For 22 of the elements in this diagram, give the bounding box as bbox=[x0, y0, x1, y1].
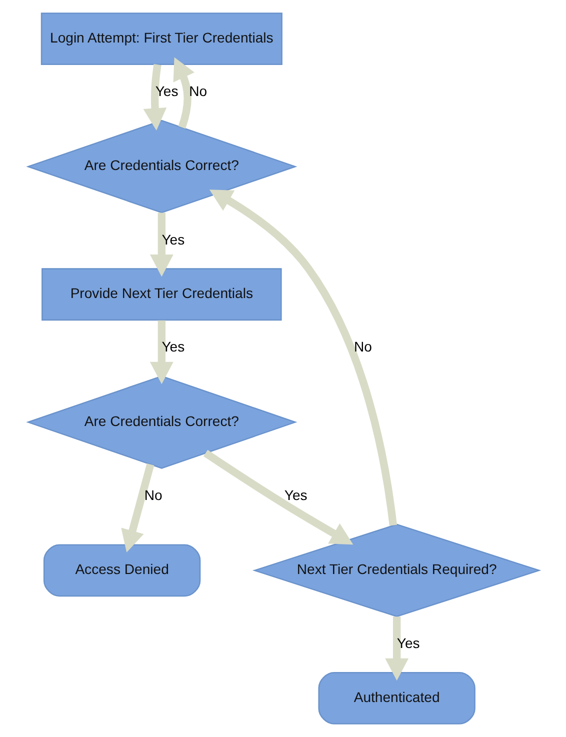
node-box: Access Denied bbox=[42, 544, 200, 597]
edge-label: Yes bbox=[396, 635, 420, 652]
edge-label: Yes bbox=[161, 338, 184, 355]
arrow bbox=[384, 616, 408, 681]
arrow bbox=[208, 190, 396, 526]
edge-label: No bbox=[353, 338, 372, 355]
node-diamond: Are Credentials Correct? bbox=[26, 120, 297, 214]
edge-label: No bbox=[144, 486, 162, 503]
arrow bbox=[149, 212, 173, 277]
edge-label: Yes bbox=[284, 486, 307, 503]
edge-label: Yes bbox=[154, 83, 178, 100]
arrow bbox=[120, 463, 154, 552]
node-box: Authenticated bbox=[318, 672, 475, 724]
arrow bbox=[172, 57, 194, 129]
edge-label: Yes bbox=[161, 231, 184, 248]
arrow bbox=[142, 64, 166, 130]
arrow bbox=[149, 320, 173, 384]
edge-label: No bbox=[188, 83, 207, 100]
node-box: Login Attempt: First Tier Credentials bbox=[40, 12, 282, 65]
node-box: Provide Next Tier Credentials bbox=[41, 268, 282, 321]
node-diamond: Are Credentials Correct? bbox=[26, 376, 297, 469]
arrow bbox=[202, 450, 353, 545]
